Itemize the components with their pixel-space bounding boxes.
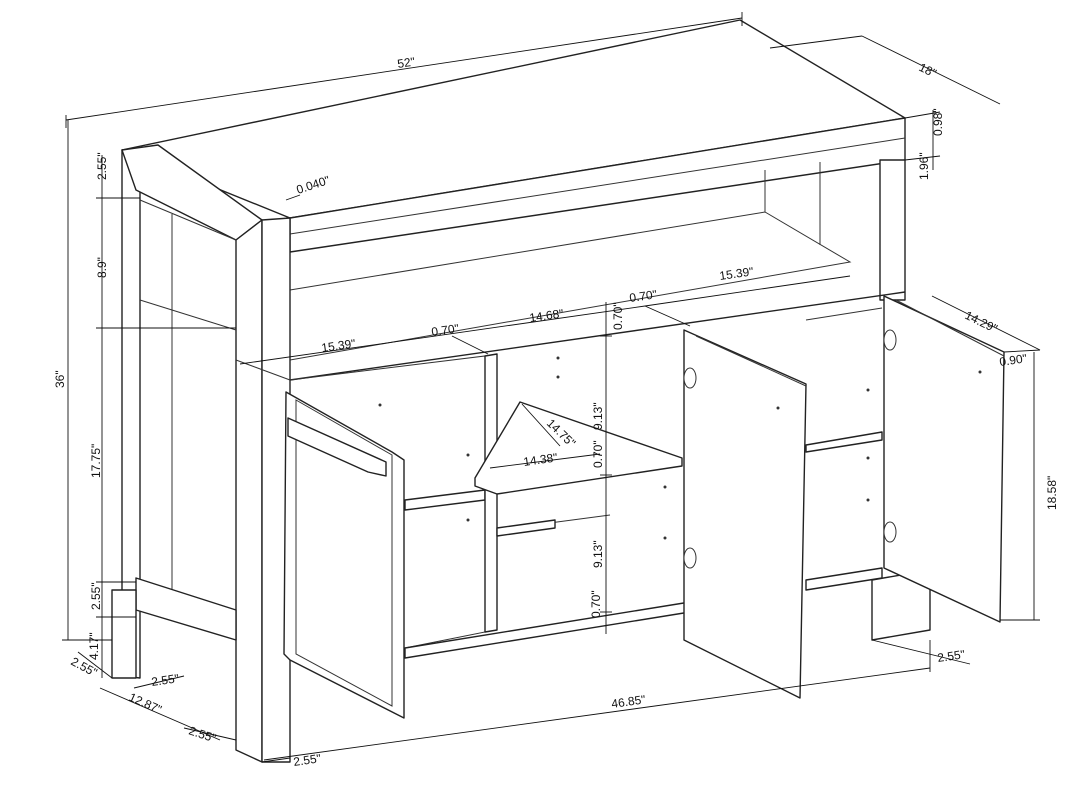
dim-compartment-lower: 9.13" bbox=[591, 540, 605, 568]
dim-bottom-rail: 2.55" bbox=[89, 582, 103, 610]
side-top-edge bbox=[139, 199, 237, 241]
left-bottom-rail bbox=[135, 577, 237, 641]
dim-door-height: 18.58" bbox=[1045, 476, 1059, 510]
center-door-hinge-top bbox=[683, 367, 697, 389]
dim-bay-center: 14.68" bbox=[528, 306, 564, 325]
right-bay-bottom bbox=[805, 567, 883, 591]
cabinet-top-edge bbox=[289, 291, 906, 381]
dim-shelf-top: 0.70" bbox=[611, 302, 625, 330]
left-back-foot bbox=[111, 589, 137, 679]
left-leg-front bbox=[235, 219, 263, 763]
dimension-lines bbox=[62, 12, 1041, 763]
left-leg-front-b bbox=[261, 217, 291, 763]
center-door-edge bbox=[695, 335, 807, 387]
dim-top-thickness: 0.98" bbox=[931, 108, 945, 136]
dim-width-top: 52" bbox=[396, 54, 416, 70]
center-door bbox=[683, 329, 807, 699]
dim-leg-front-b: 2.55" bbox=[292, 751, 321, 769]
center-divider-left bbox=[484, 353, 498, 633]
right-door-hinge-top bbox=[883, 329, 897, 351]
apron-line bbox=[289, 137, 906, 235]
dim-shelf-mid: 0.70" bbox=[591, 440, 605, 468]
right-door-hinge-bottom bbox=[883, 521, 897, 543]
right-bay-top bbox=[805, 307, 883, 321]
left-door-handle bbox=[287, 417, 387, 477]
dim-cabinet-height: 17.75" bbox=[89, 444, 103, 478]
dim-divider-left: 0.70" bbox=[430, 321, 459, 339]
dim-upper-open: 8.9" bbox=[95, 257, 109, 278]
dim-rail-top: 2.55" bbox=[95, 152, 109, 180]
dim-side-depth: 12.87" bbox=[127, 690, 164, 717]
side-rail bbox=[139, 299, 237, 331]
left-door-panel bbox=[295, 399, 393, 707]
dim-leg-right: 2.55" bbox=[936, 647, 965, 665]
dim-shelf-bottom: 0.70" bbox=[589, 590, 603, 618]
dim-bay-left: 15.39" bbox=[320, 336, 356, 355]
furniture-outline bbox=[111, 19, 1005, 763]
dim-leg-side-b: 2.55" bbox=[187, 724, 218, 746]
dim-apron-height: 1.96" bbox=[917, 152, 931, 180]
center-lower-strip bbox=[496, 519, 556, 537]
dim-shelf-width: 14.38" bbox=[522, 450, 558, 469]
dim-divider-right: 0.70" bbox=[628, 287, 657, 305]
right-door-edge bbox=[895, 299, 1005, 357]
dim-door-thickness: 0.90" bbox=[998, 351, 1027, 369]
dim-foot-height: 4.17" bbox=[87, 632, 101, 660]
right-door bbox=[883, 295, 1005, 623]
dim-leg-front-a: 2.55" bbox=[150, 671, 179, 689]
dim-depth-top: 18" bbox=[917, 60, 939, 80]
left-bay-shelf bbox=[404, 489, 486, 511]
cabinet-base bbox=[404, 601, 691, 659]
center-door-hinge-bottom bbox=[683, 547, 697, 569]
right-leg-front bbox=[879, 159, 906, 301]
dim-compartment-upper: 9.13" bbox=[591, 402, 605, 430]
dim-total-height: 36" bbox=[53, 370, 67, 388]
dim-bay-right: 15.39" bbox=[718, 264, 754, 283]
dim-door-width: 14.29" bbox=[963, 308, 1000, 336]
dim-base-width: 46.85" bbox=[610, 692, 646, 711]
upper-shelf bbox=[289, 211, 852, 361]
center-shelf bbox=[474, 401, 683, 495]
right-bay-shelf bbox=[805, 431, 883, 453]
